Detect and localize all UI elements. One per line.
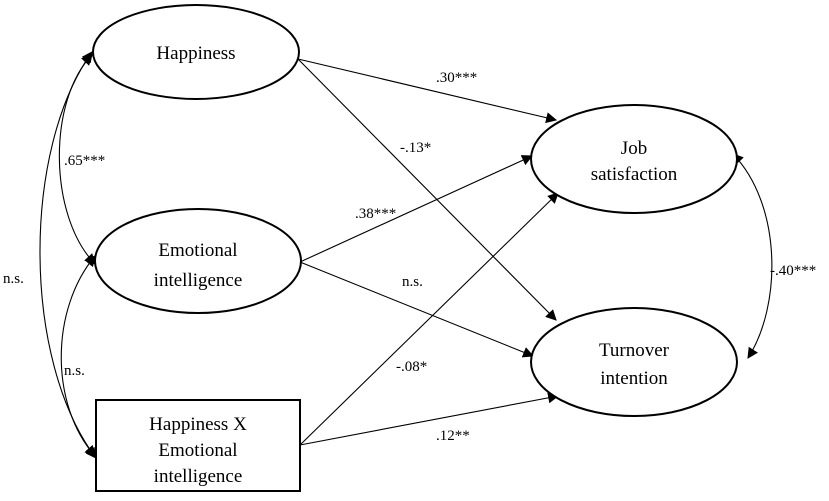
node-interaction: Happiness X Emotional intelligence (95, 399, 301, 492)
label-happiness-to-job-satisfaction: .30*** (436, 70, 477, 86)
node-interaction-label-line-3: intelligence (154, 466, 243, 487)
node-turnover-intention: Turnover intention (530, 307, 738, 417)
label-ei-to-turnover-intention: n.s. (402, 274, 423, 290)
node-turnover-intention-shape (530, 307, 738, 417)
node-happiness-shape (92, 4, 300, 100)
edge-labels: .30*** -.13* .38*** n.s. -.08* .12** .65… (3, 70, 816, 444)
correlation-happiness-interaction (39, 51, 97, 459)
label-correlation-happiness-ei: .65*** (64, 153, 105, 169)
node-happiness: Happiness (92, 4, 300, 100)
path-interaction-to-turnover-intention (299, 392, 560, 446)
node-job-satisfaction-shape (530, 104, 738, 214)
node-job-satisfaction-label-line-2: satisfaction (591, 164, 678, 185)
label-correlation-happiness-interaction: n.s. (3, 271, 24, 287)
node-interaction-shape (95, 399, 301, 492)
path-interaction-to-job-satisfaction (299, 192, 559, 446)
node-interaction-label-line-2: Emotional (158, 440, 237, 461)
label-correlation-ei-interaction: n.s. (64, 363, 85, 379)
node-emotional-intelligence-label-line-2: intelligence (154, 270, 243, 291)
node-emotional-intelligence-label-line-1: Emotional (158, 240, 237, 261)
node-job-satisfaction-label-line-1: Job (621, 138, 647, 159)
path-ei-to-job-satisfaction (299, 155, 534, 263)
node-emotional-intelligence: Emotional intelligence (94, 208, 302, 314)
path-happiness-to-job-satisfaction (297, 58, 558, 124)
label-happiness-to-turnover-intention: -.13* (400, 140, 431, 156)
edges (39, 51, 773, 459)
node-happiness-label: Happiness (156, 43, 235, 64)
label-correlation-job-satisfaction-turnover: -.40*** (770, 263, 816, 279)
label-interaction-to-turnover-intention: .12** (436, 428, 470, 444)
correlation-ei-interaction (60, 255, 96, 457)
node-emotional-intelligence-shape (94, 208, 302, 314)
node-turnover-intention-label-line-1: Turnover (599, 340, 670, 361)
node-turnover-intention-label-line-2: intention (600, 368, 668, 389)
label-interaction-to-job-satisfaction: -.08* (396, 359, 427, 375)
label-ei-to-job-satisfaction: .38*** (355, 206, 396, 222)
node-job-satisfaction: Job satisfaction (530, 104, 738, 214)
node-interaction-label-line-1: Happiness X (149, 414, 247, 435)
path-ei-to-turnover-intention (299, 261, 535, 358)
path-happiness-to-turnover-intention (297, 58, 557, 321)
correlation-job-satisfaction-turnover (732, 153, 773, 359)
